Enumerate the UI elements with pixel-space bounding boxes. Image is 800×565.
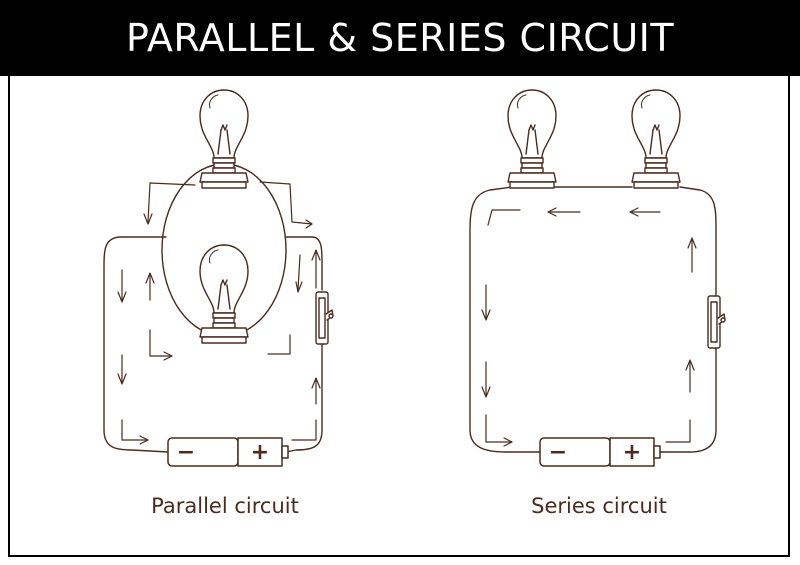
- series-right-bulb: [631, 89, 681, 189]
- parallel-wire-right-bottom: [285, 344, 323, 453]
- series-caption: Series circuit: [531, 494, 667, 518]
- parallel-wire-left: [103, 236, 169, 453]
- title-banner: PARALLEL & SERIES CIRCUIT: [0, 0, 800, 76]
- parallel-inner-bulb: [199, 244, 249, 344]
- parallel-switch: [315, 291, 334, 345]
- series-wire-left: [469, 186, 541, 453]
- parallel-battery-negative-label: −: [177, 440, 195, 465]
- series-battery-negative-label: −: [549, 440, 567, 465]
- series-circuit: [469, 89, 726, 467]
- diagram-frame: [8, 76, 790, 557]
- parallel-caption: Parallel circuit: [151, 494, 299, 518]
- series-current-arrows: [481, 207, 697, 447]
- page-title: PARALLEL & SERIES CIRCUIT: [125, 16, 675, 60]
- series-wire-right-bottom: [659, 347, 717, 453]
- series-switch: [707, 295, 726, 349]
- parallel-top-bulb: [199, 89, 249, 189]
- series-wire-right-top: [679, 186, 717, 296]
- parallel-wire-right-top: [285, 236, 323, 291]
- series-battery-positive-label: +: [623, 440, 641, 465]
- parallel-current-arrows: [117, 181, 321, 445]
- parallel-circuit: [103, 89, 334, 467]
- series-left-bulb: [507, 89, 557, 189]
- parallel-battery-positive-label: +: [251, 440, 269, 465]
